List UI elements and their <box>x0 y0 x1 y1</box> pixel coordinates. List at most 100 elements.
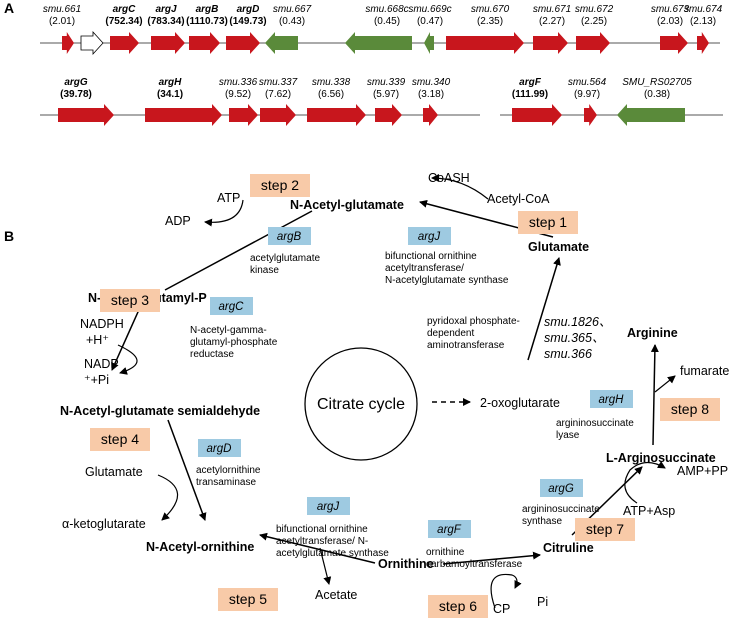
side-arrow-adp <box>204 199 244 227</box>
gene-value-label: (2.03) <box>657 16 683 27</box>
step-5-box: step 5 <box>218 588 278 611</box>
enzyme-argJ-top-desc-1: bifunctional ornithine <box>385 251 477 262</box>
gene-arrow <box>62 32 74 54</box>
aminotransferase-gene-1: smu.1826、 <box>544 315 611 329</box>
gene-value-label: (2.13) <box>690 16 716 27</box>
step-8-box: step 8 <box>660 398 720 421</box>
gene-arrow <box>617 104 685 126</box>
gene-name-label: smu.337 <box>259 77 298 88</box>
metabolite-glutamate: Glutamate <box>528 240 589 254</box>
gene-value-label: (2.25) <box>581 16 607 27</box>
gene-value-label: (9.97) <box>574 89 600 100</box>
metabolite-semialdehyde: N-Acetyl-glutamate semialdehyde <box>60 404 260 418</box>
cofactor-nadp-pi: ⁺+Pi <box>84 373 109 387</box>
step-2-label: step 2 <box>261 177 299 193</box>
enzyme-argJ-top-desc-3: N-acetylglutamate synthase <box>385 275 509 286</box>
enzyme-argG-gene: argG <box>548 483 574 495</box>
gene-arrow <box>151 32 185 54</box>
cofactor-fumarate: fumarate <box>680 364 729 378</box>
enzyme-argG: argG argininosuccinate synthase <box>522 479 600 527</box>
enzyme-argD-desc-1: acetylornithine <box>196 465 261 476</box>
enzyme-argD-gene: argD <box>207 443 232 455</box>
enzyme-argH: argH argininosuccinate lyase <box>556 390 634 441</box>
aminotransferase-desc-3: aminotransferase <box>427 340 505 351</box>
gene-arrow <box>423 104 438 126</box>
cofactor-pi: Pi <box>537 595 548 609</box>
enzyme-argF: argF ornithine carbamoyltransferase <box>426 520 523 570</box>
metabolite-arginosuccinate: L-Arginosuccinate <box>606 451 716 465</box>
gene-value-label: (0.45) <box>374 16 400 27</box>
arrow-nag-to-nagp-part <box>164 210 313 291</box>
gene-arrow <box>80 30 104 56</box>
gene-name-label: smu.667 <box>273 4 312 15</box>
enzyme-argC-gene: argC <box>219 301 245 313</box>
enzyme-argB-desc-1: acetylglutamate <box>250 253 320 264</box>
enzyme-argG-desc-2: synthase <box>522 516 562 527</box>
gene-name-label: smu.670 <box>471 4 510 15</box>
side-arrow-nadp <box>117 344 138 375</box>
cofactor-atp-asp: ATP+Asp <box>623 504 675 518</box>
gene-arrow <box>189 32 220 54</box>
aminotransferase-note: pyridoxal phosphate- dependent aminotran… <box>427 315 611 361</box>
gene-value-label: (2.27) <box>539 16 565 27</box>
aminotransferase-desc-1: pyridoxal phosphate- <box>427 316 520 327</box>
gene-value-label: (6.56) <box>318 89 344 100</box>
enzyme-argC-desc-2: glutamyl-phosphate <box>190 337 278 348</box>
step-3-label: step 3 <box>111 292 149 308</box>
step-6-label: step 6 <box>439 598 477 614</box>
enzyme-argD: argD acetylornithine transaminase <box>196 439 261 488</box>
gene-name-label: smu.672 <box>575 4 614 15</box>
enzyme-argB-desc-2: kinase <box>250 265 279 276</box>
gene-arrow <box>58 104 114 126</box>
gene-name-label: argG <box>64 77 88 88</box>
enzyme-argJ-top: argJ bifunctional ornithine acetyltransf… <box>385 227 509 286</box>
gene-arrow <box>375 104 402 126</box>
gene-arrow <box>697 32 709 54</box>
side-arrow-fumarate <box>654 375 676 393</box>
enzyme-argF-desc-2: carbamoyltransferase <box>426 559 523 570</box>
gene-value-label: (7.62) <box>265 89 291 100</box>
cofactor-nadp: NADP <box>84 357 119 371</box>
cofactor-cp: CP <box>493 602 510 616</box>
step-1-label: step 1 <box>529 214 567 230</box>
enzyme-argH-desc-1: argininosuccinate <box>556 418 634 429</box>
step-8-label: step 8 <box>671 401 709 417</box>
aminotransferase-gene-3: smu.366 <box>544 347 592 361</box>
gene-name-label: argJ <box>155 4 177 15</box>
gene-arrow <box>584 104 597 126</box>
enzyme-argJ-bottom-desc-3: acetylglutamate synthase <box>276 548 389 559</box>
cofactor-nadph-h: +H⁺ <box>86 333 109 347</box>
metabolite-n-acetyl-ornithine: N-Acetyl-ornithine <box>146 540 254 554</box>
citrate-cycle-circle <box>304 347 418 461</box>
gene-arrow <box>576 32 610 54</box>
enzyme-argC-desc-3: reductase <box>190 349 234 360</box>
gene-arrow <box>307 104 366 126</box>
enzyme-argG-desc-1: argininosuccinate <box>522 504 600 515</box>
gene-value-label: (39.78) <box>60 89 92 100</box>
enzyme-argF-desc-1: ornithine <box>426 547 465 558</box>
gene-arrow <box>512 104 562 126</box>
cofactor-glutamate: Glutamate <box>85 465 143 479</box>
gene-name-label: smu.671 <box>533 4 571 15</box>
gene-name-label: argF <box>519 77 542 88</box>
cofactor-coash: CoASH <box>428 171 470 185</box>
enzyme-argJ-bottom: argJ bifunctional ornithine acetyltransf… <box>276 497 389 559</box>
gene-value-label: (2.35) <box>477 16 503 27</box>
gene-value-label: (752.34) <box>105 16 142 27</box>
gene-name-label: smu.339 <box>367 77 406 88</box>
cofactor-nadph: NADPH <box>80 317 124 331</box>
gene-arrow <box>260 104 296 126</box>
gene-name-label: argD <box>237 4 260 15</box>
enzyme-argJ-bottom-desc-1: bifunctional ornithine <box>276 524 368 535</box>
gene-name-label: smu.661 <box>43 4 81 15</box>
arrow-ornithine-to-citrulline <box>442 551 541 565</box>
cofactor-acetate: Acetate <box>315 588 357 602</box>
gene-value-label: (34.1) <box>157 89 183 100</box>
enzyme-argJ-bottom-gene: argJ <box>317 501 340 513</box>
arrow-oxoglutarate-to-glutamate <box>527 257 561 361</box>
gene-name-label: smu.338 <box>312 77 351 88</box>
enzyme-argB-gene: argB <box>277 231 302 243</box>
gene-value-label: (111.99) <box>512 89 548 100</box>
metabolite-citrulline: Citruline <box>543 541 594 555</box>
enzyme-argJ-bottom-desc-2: acetyltransferase/ N- <box>276 536 368 547</box>
